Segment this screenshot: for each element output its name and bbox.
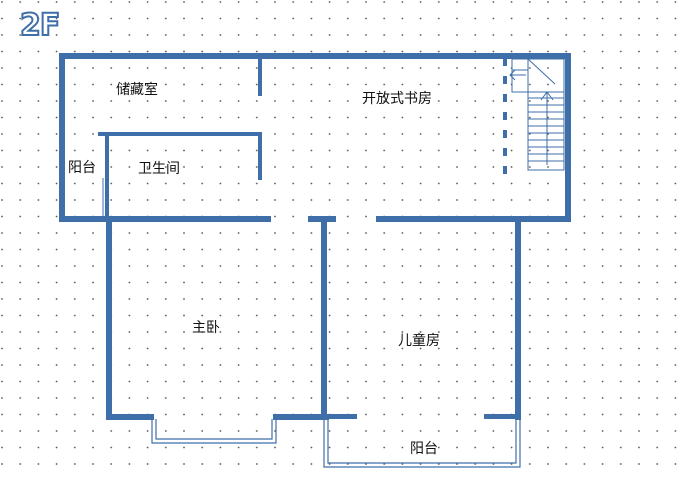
room-label-balcony-bottom: 阳台 [410,441,438,457]
room-label-balcony-left: 阳台 [68,160,96,176]
balcony-railing-bottom [323,419,521,468]
room-label-kids-room: 儿童房 [398,333,440,349]
wall-bath-top [98,132,262,136]
wall-upper-bottom-right [376,216,571,222]
room-label-open-study: 开放式书房 [362,91,432,107]
bay-window [151,419,277,444]
room-label-master-bedroom: 主卧 [192,320,220,336]
wall-bath-left [105,132,109,220]
room-label-storage: 储藏室 [116,82,158,98]
wall-master-bottom-right [273,414,329,420]
wall-master-bottom-left [106,414,154,420]
wall-kids-bottom-right [484,414,521,419]
wall-kids-right [515,218,521,420]
staircase [509,58,565,171]
wall-left-upper [59,53,65,221]
wall-top [59,53,571,59]
wall-storage-stub [258,59,262,96]
wall-upper-bottom-left [59,216,271,222]
wall-master-left [106,218,112,420]
wall-kids-bottom-left [321,414,357,419]
walls [59,53,571,420]
wall-bath-right [258,132,262,180]
room-label-bathroom: 卫生间 [138,161,180,177]
wall-divider [321,218,327,420]
wall-right-upper [565,53,571,221]
floor-label: 2F [19,7,61,44]
